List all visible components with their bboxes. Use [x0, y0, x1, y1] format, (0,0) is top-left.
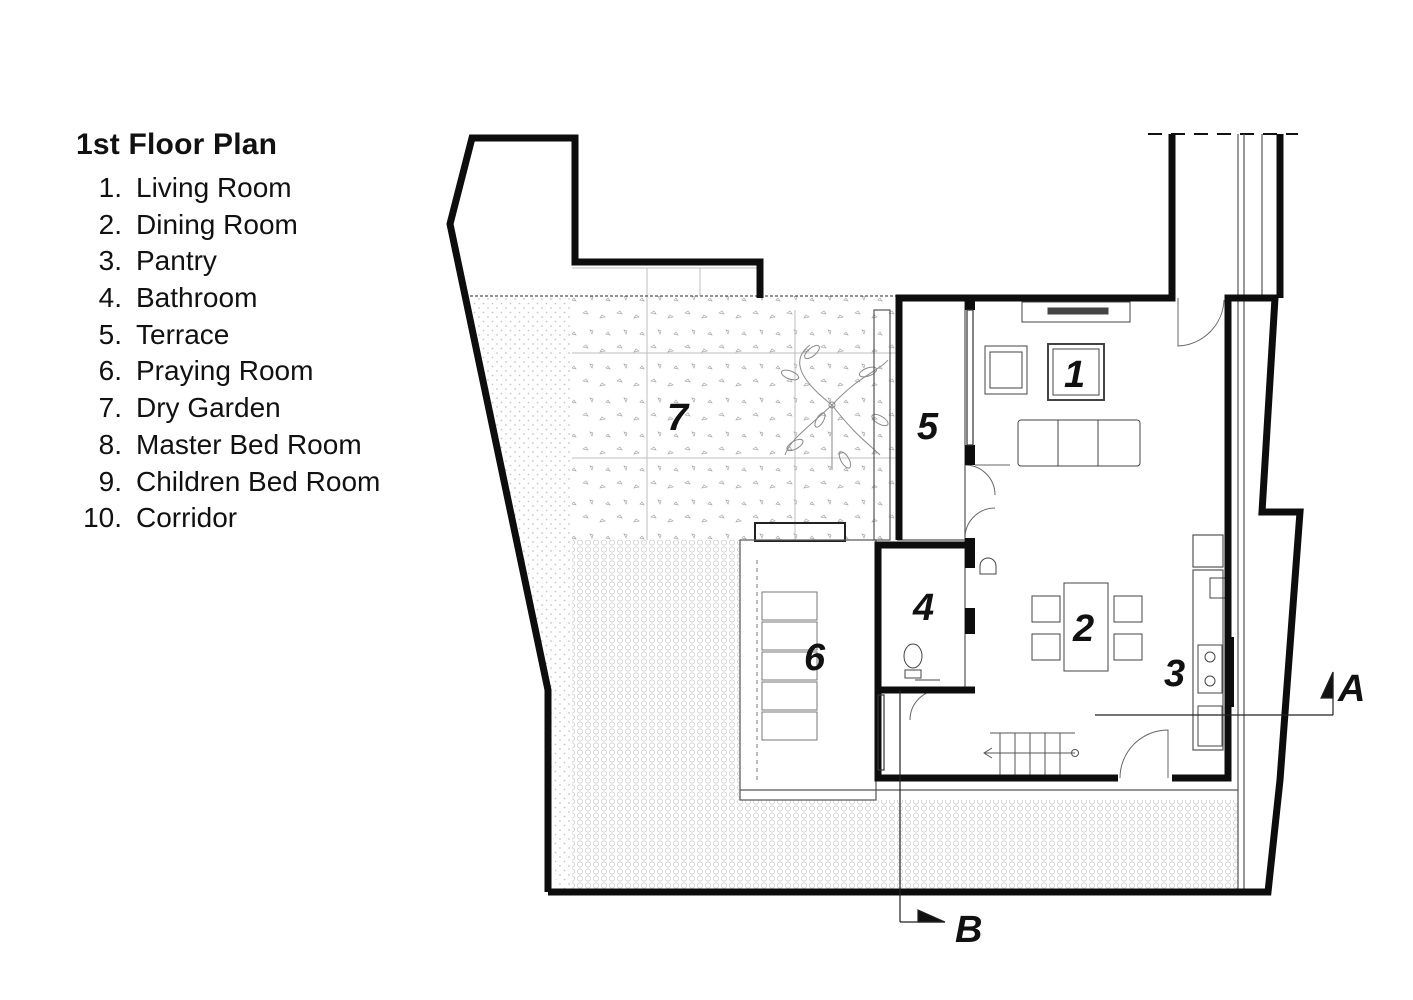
kitchen-fixtures [1197, 577, 1227, 747]
legend-item-label: Children Bed Room [136, 465, 381, 497]
wall-posts [965, 298, 1234, 707]
section-label-a: A [1337, 668, 1365, 710]
paved-yard [572, 540, 1238, 890]
legend-item-label: Living Room [136, 172, 292, 203]
tree-icon [780, 344, 889, 470]
legend-item-label: Terrace [136, 318, 230, 350]
legend-item-number: 5. [98, 318, 122, 350]
legend-item: 4. Bathroom [76, 280, 380, 317]
section-line-b [899, 690, 946, 923]
section-line-a [1095, 671, 1334, 716]
door-swing [964, 464, 996, 496]
legend-item-label: Master Bed Room [136, 428, 362, 460]
legend-item: 1. Living Room [76, 170, 380, 207]
legend-item-number: 1. [98, 172, 122, 203]
legend-item-label: Pantry [136, 245, 217, 277]
dry-garden-grid [572, 267, 897, 540]
dining-table [1063, 582, 1109, 672]
praying-mats [756, 560, 818, 780]
door-swing [1119, 729, 1169, 779]
room-number-bathroom: 4 [912, 587, 934, 629]
legend-item: 8. Master Bed Room [76, 427, 380, 464]
room-number-pantry: 3 [1164, 653, 1185, 695]
legend-item-number: 2. [98, 208, 122, 240]
section-label-b: B [955, 909, 982, 951]
living-furniture [984, 301, 1141, 467]
sofa-icon [1017, 419, 1141, 467]
dry-garden-gravel [572, 296, 897, 540]
toilet-icon [903, 643, 923, 669]
legend-item: 7. Dry Garden [76, 390, 380, 427]
dotted-side-yard [470, 296, 572, 890]
legend-item-number: 8. [98, 428, 122, 460]
legend-item-number: 7. [98, 392, 122, 424]
legend-item: 5. Terrace [76, 317, 380, 354]
door-swing [964, 507, 996, 539]
coffee-table [1047, 343, 1105, 401]
legend-item-number: 6. [98, 355, 122, 387]
legend-item-label: Praying Room [136, 355, 314, 387]
bathroom-fixtures [903, 557, 997, 681]
room-number-terrace: 5 [917, 406, 939, 448]
room-number-dining: 2 [1072, 608, 1094, 650]
legend-item-label: Bathroom [136, 282, 258, 314]
legend-item-label: Corridor [136, 502, 238, 534]
door-swing [1177, 298, 1225, 347]
exterior-walls [446, 134, 1304, 896]
window-frames [877, 309, 974, 771]
legend-item-number: 3. [98, 245, 122, 277]
legend-item: 9. Children Bed Room [76, 464, 381, 501]
legend-item: 10. Corridor [76, 500, 380, 537]
legend-item: 6. Praying Room [76, 353, 380, 390]
armchair-icon [984, 345, 1028, 395]
room-number-dry-garden: 7 [667, 397, 690, 439]
plan-legend: 1st Floor Plan 1. Living Room 2. Dining Ro… [76, 128, 380, 537]
legend-item-number: 10. [83, 502, 122, 534]
door-swing [909, 689, 941, 721]
legend-item: 2. Dining Room [76, 207, 380, 244]
room-number-living: 1 [1064, 354, 1085, 396]
legend-item: 3. Pantry [76, 243, 380, 280]
legend-item-label: Dining Room [136, 208, 298, 240]
legend-item-number: 9. [98, 465, 122, 497]
legend-list: 1. Living Room 2. Dining Room 3. Pantry 4. B… [76, 170, 380, 537]
dining-furniture [1031, 582, 1143, 672]
legend-item-label: Dry Garden [136, 392, 281, 424]
room-number-praying: 6 [804, 637, 826, 679]
staircase [983, 732, 1079, 775]
legend-title: 1st Floor Plan [76, 128, 278, 161]
tv-cabinet [1021, 301, 1131, 323]
legend-item-number: 4. [98, 282, 122, 314]
